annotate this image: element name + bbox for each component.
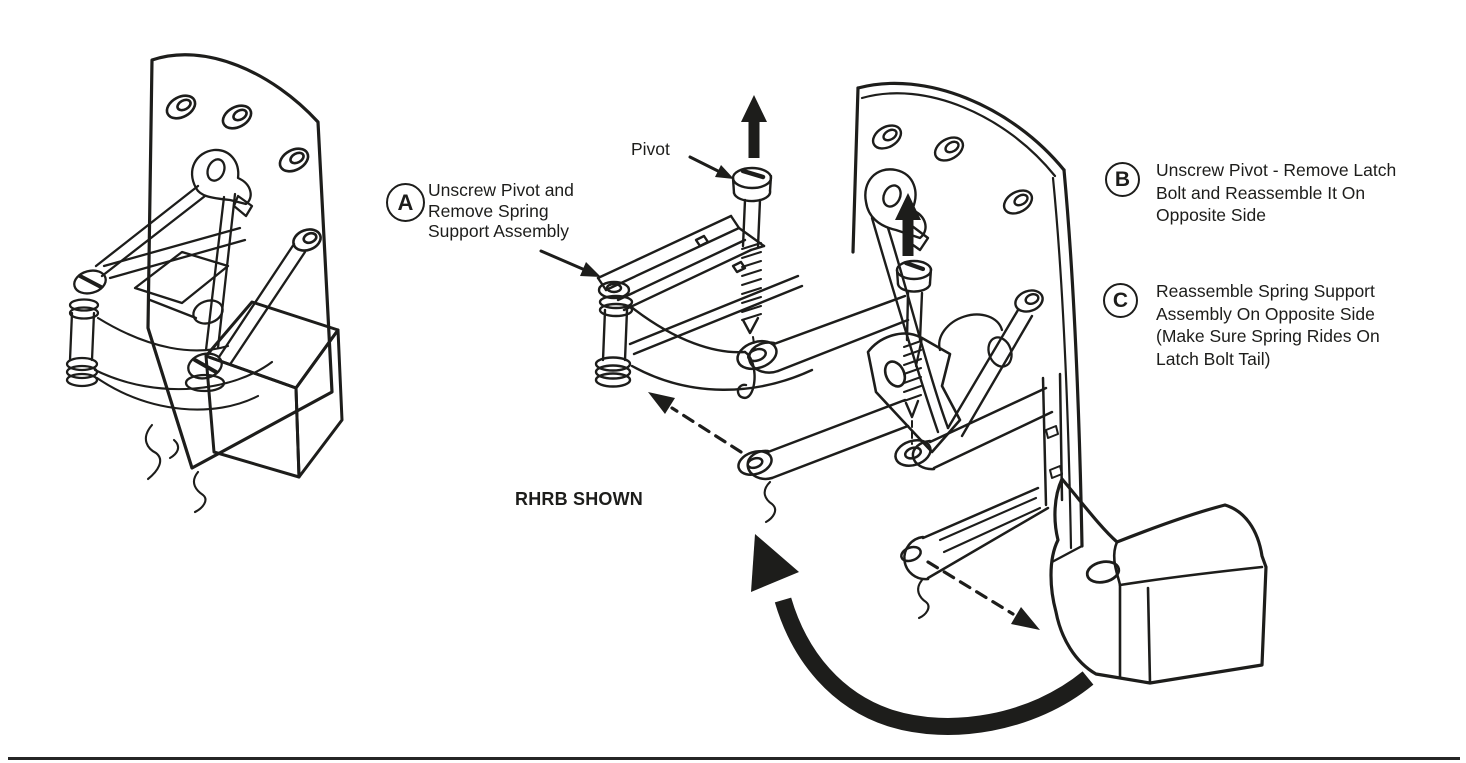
- pivot-label: Pivot: [631, 139, 670, 159]
- support-strap: [886, 226, 950, 430]
- spring-wire: [93, 316, 274, 411]
- backplate-outline: [146, 53, 334, 470]
- callout-b-badge: B: [1105, 162, 1140, 197]
- pivot-lug: [864, 168, 930, 252]
- pivot-screw-icon: [65, 269, 107, 388]
- pivot-pointer-arrow-icon: [688, 155, 734, 179]
- pivot-screw-right: [895, 259, 933, 445]
- latch-arm-upper: [736, 294, 910, 374]
- callout-a-arrow-icon: [539, 249, 601, 277]
- variant-caption: RHRB SHOWN: [515, 489, 643, 509]
- callout-c-line: (Make Sure Spring Rides On: [1156, 326, 1380, 346]
- callout-c-badge: C: [1103, 283, 1138, 318]
- backplate-drawing: [851, 81, 1084, 564]
- callout-b-letter: B: [1114, 167, 1131, 191]
- latch-case-drawing: [204, 300, 344, 479]
- spring-support-frame: [594, 214, 814, 399]
- spring-tail-squiggle: [917, 578, 930, 620]
- callout-b-text: Unscrew Pivot - Remove Latch Bolt and Re…: [1156, 159, 1396, 227]
- callout-c-text: Reassemble Spring Support Assembly On Op…: [1156, 280, 1380, 370]
- spring-support-assembly: [94, 148, 307, 365]
- dashed-arrow-right-icon: [926, 560, 1040, 630]
- callout-a-letter: A: [397, 189, 414, 215]
- callout-c-line: Reassemble Spring Support: [1156, 281, 1375, 301]
- dashed-arrow-left-icon: [648, 392, 743, 454]
- callout-a-line: Unscrew Pivot and: [428, 180, 574, 200]
- bottom-arm-right: [900, 486, 1050, 620]
- callout-c-line: Assembly On Opposite Side: [1156, 303, 1375, 324]
- latch-arm-right: [894, 386, 1054, 471]
- spring-wire: [628, 304, 747, 354]
- rotate-arrow-icon: [751, 534, 1094, 735]
- callout-a-line: Remove Spring: [428, 200, 549, 221]
- callout-b-line: Opposite Side: [1156, 205, 1266, 225]
- exploded-view-drawing: [539, 81, 1094, 735]
- clip-mark-icon: [694, 234, 710, 248]
- clip-mark-icon: [1049, 465, 1063, 479]
- bolt-hole-icon: [1085, 560, 1121, 584]
- mounting-hole-icon: [871, 124, 1044, 313]
- bolt-body: [938, 313, 1004, 352]
- footer-rule: [8, 757, 1460, 760]
- spring-tail-squiggle: [763, 480, 777, 524]
- callout-c-line: Latch Bolt Tail): [1156, 348, 1271, 369]
- spring-loop: [736, 350, 756, 399]
- callout-a-badge: A: [386, 183, 425, 222]
- support-strap: [960, 314, 1034, 438]
- spring-tail-squiggle: [144, 423, 207, 514]
- support-strap: [946, 308, 1020, 430]
- clip-mark-icon: [731, 260, 747, 274]
- callout-b-line: Bolt and Reassemble It On: [1156, 182, 1366, 203]
- callout-a-text: Unscrew Pivot and Remove Spring Support …: [428, 180, 574, 242]
- pivot-screw-left: [731, 166, 773, 351]
- clip-mark-icon: [1045, 425, 1059, 439]
- callout-b-line: Unscrew Pivot - Remove Latch: [1156, 160, 1397, 180]
- bottom-arm-left: [737, 398, 910, 524]
- up-arrow-icon: [741, 95, 767, 158]
- mounting-hole-icon: [165, 94, 322, 252]
- assembled-latch-drawing: [65, 53, 344, 514]
- bolt-body: [987, 336, 1013, 368]
- callout-c-letter: C: [1112, 288, 1129, 312]
- support-strap: [870, 216, 940, 434]
- latch-bolt-drawing: [1049, 477, 1268, 685]
- callout-a-line: Support Assembly: [428, 221, 570, 241]
- spring-wire: [630, 364, 814, 391]
